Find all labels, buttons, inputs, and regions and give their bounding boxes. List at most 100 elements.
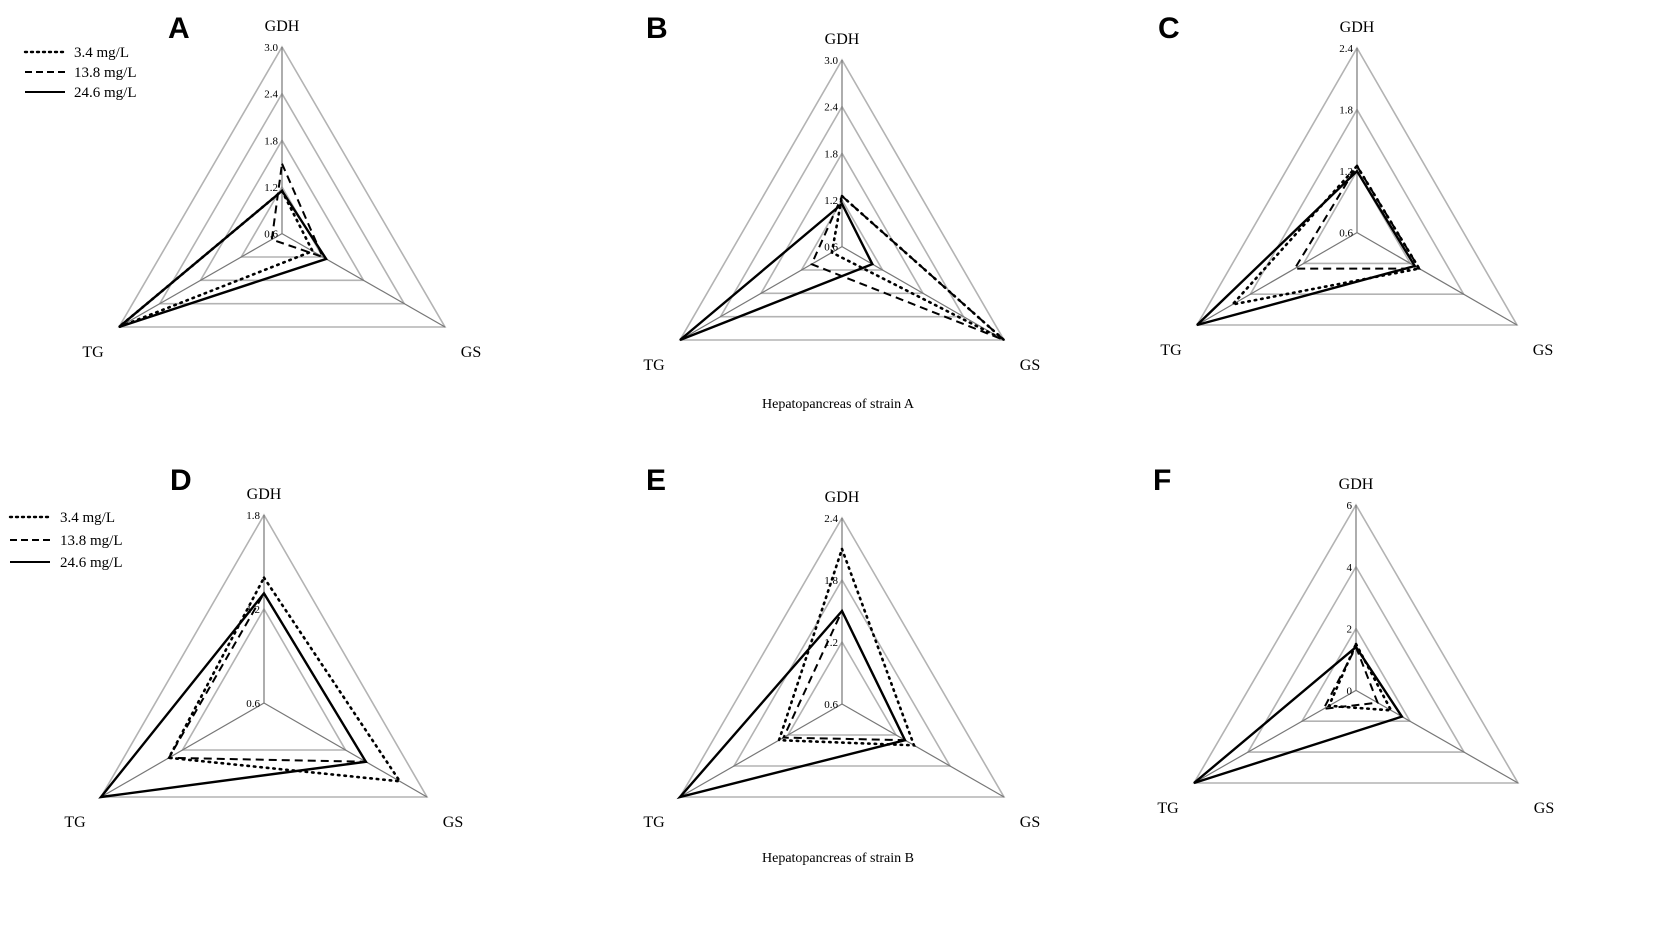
panel-letter: D [170, 464, 192, 497]
series-dashed [810, 194, 1005, 341]
axis-spoke-tg [1196, 232, 1358, 326]
series-solid [1196, 169, 1417, 327]
axis-label-gdh: GDH [265, 18, 300, 35]
tick-label: 2.4 [824, 102, 838, 114]
grid-ring [1302, 169, 1412, 265]
panel-letter: E [646, 464, 666, 497]
tick-label: 2.4 [264, 89, 278, 101]
tick-label: 1.2 [824, 195, 838, 207]
legend-top: 3.4 mg/L 13.8 mg/L 24.6 mg/L [23, 45, 137, 101]
axis-label-gs: GS [1534, 800, 1554, 817]
panel-letter: A [168, 12, 190, 45]
axis-label-tg: TG [82, 344, 104, 361]
series-dotted [1229, 163, 1422, 307]
axis-label-gdh: GDH [1339, 476, 1374, 493]
axis-spoke-tg [118, 233, 283, 328]
grid-ring [199, 138, 365, 282]
legend-label: 3.4 mg/L [74, 45, 129, 61]
tick-label: 0.6 [246, 698, 260, 710]
axis-spoke-gs [1355, 689, 1519, 784]
grid-ring [719, 105, 965, 318]
axis-spoke-gs [263, 702, 428, 798]
axis-spoke-gs [841, 703, 1005, 798]
axis-spoke-tg [679, 703, 843, 798]
axis-label-gs: GS [443, 814, 463, 831]
axis-label-tg: TG [643, 357, 665, 374]
axis-label-tg: TG [643, 814, 665, 831]
grid-ring [181, 607, 347, 751]
series-dashed [781, 608, 907, 742]
caption-strain-b: Hepatopancreas of strain B [762, 851, 914, 866]
panel-letter: F [1153, 464, 1171, 497]
axis-label-gs: GS [1020, 357, 1040, 374]
series-dotted [777, 545, 916, 747]
series-solid [1193, 645, 1404, 785]
series-dashed [1321, 644, 1380, 711]
panel-letter: B [646, 12, 668, 45]
grid-ring [678, 516, 1006, 798]
axis-label-gs: GS [1533, 342, 1553, 359]
grid-ring [786, 640, 898, 736]
grid-ring [1246, 565, 1466, 753]
legend-label: 24.6 mg/L [60, 555, 123, 571]
tick-label: 1.2 [264, 182, 278, 194]
axis-label-tg: TG [64, 814, 86, 831]
series-dotted [166, 575, 403, 783]
tick-label: 1.8 [824, 575, 838, 587]
legend-label: 13.8 mg/L [60, 533, 123, 549]
legend-bottom: 3.4 mg/L 13.8 mg/L 24.6 mg/L [8, 510, 123, 571]
tick-label: 2.4 [824, 513, 838, 525]
axis-spoke-tg [100, 702, 265, 798]
tick-label: 1.8 [824, 148, 838, 160]
tick-label: 0.6 [1339, 228, 1353, 240]
grid-ring [1192, 503, 1520, 784]
grid-ring [759, 151, 925, 295]
tick-label: 1.8 [264, 135, 278, 147]
tick-label: 2 [1347, 624, 1353, 636]
axis-label-tg: TG [1160, 342, 1182, 359]
tick-label: 1.8 [246, 510, 260, 522]
tick-label: 6 [1347, 500, 1353, 512]
legend-label: 13.8 mg/L [74, 65, 137, 81]
axis-label-gdh: GDH [1340, 19, 1375, 36]
tick-label: 0 [1347, 685, 1353, 697]
series-dotted [118, 188, 315, 329]
axis-spoke-gs [281, 233, 446, 328]
panel-letter: C [1158, 12, 1180, 45]
grid-ring [1248, 107, 1466, 296]
grid-ring [800, 198, 884, 271]
grid-ring [678, 58, 1006, 341]
tick-label: 1.2 [824, 637, 838, 649]
axis-label-gs: GS [1020, 814, 1040, 831]
axis-spoke-gs [841, 246, 1005, 341]
legend-label: 24.6 mg/L [74, 85, 137, 101]
series-solid [676, 608, 907, 800]
radar-panel-f: 0 2 4 6 GDH GS TG F [1153, 464, 1554, 817]
legend-label: 3.4 mg/L [60, 510, 115, 526]
tick-label: 4 [1347, 562, 1353, 574]
tick-label: 3.0 [264, 42, 278, 54]
axis-spoke-gs [1356, 232, 1518, 326]
series-solid [679, 201, 875, 342]
series-solid [118, 189, 329, 329]
tick-label: 1.2 [1339, 166, 1353, 178]
grid-ring [1195, 46, 1519, 326]
axis-label-gdh: GDH [247, 486, 282, 503]
tick-label: 3.0 [824, 55, 838, 67]
tick-label: 0.6 [264, 229, 278, 241]
series-solid [98, 591, 368, 799]
grid-ring [99, 513, 429, 798]
caption-strain-a: Hepatopancreas of strain A [762, 397, 915, 412]
axis-label-tg: TG [1157, 800, 1179, 817]
grid-ring [117, 45, 447, 328]
series-dashed [167, 591, 368, 763]
grid-ring [1300, 626, 1412, 723]
axis-label-gdh: GDH [825, 489, 860, 506]
tick-label: 1.8 [1339, 105, 1353, 117]
